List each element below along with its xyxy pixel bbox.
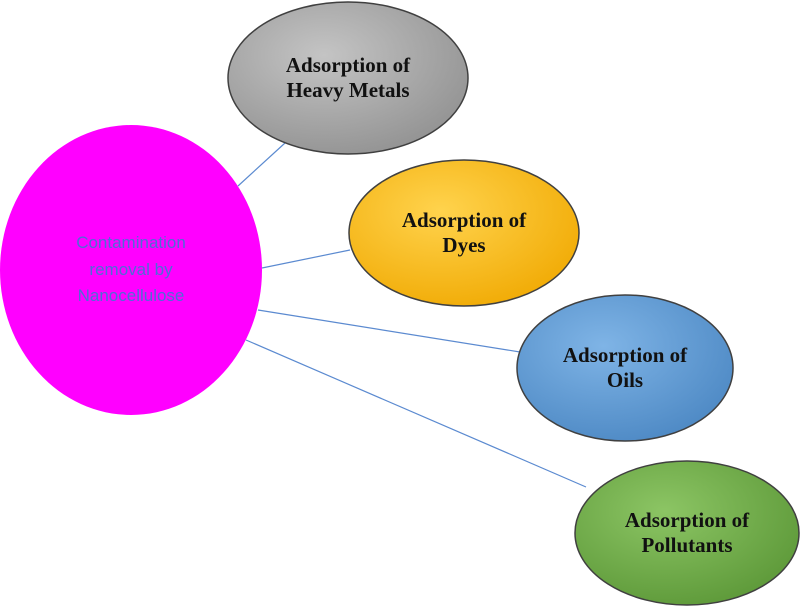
heavy-metals-label: Adsorption of Heavy Metals	[248, 48, 448, 108]
oils-label-line-2: Oils	[606, 368, 644, 392]
pollutants-label-line-1: Adsorption of	[624, 507, 750, 532]
oils-label: Adsorption of Oils	[525, 338, 725, 398]
node-heavy-metals	[227, 1, 469, 155]
node-dyes	[348, 159, 580, 307]
center-label-line-1: Contamination	[76, 233, 186, 253]
connector-pollutants	[245, 339, 587, 488]
dyes-label-line-2: Dyes	[442, 233, 486, 257]
connector-dyes	[261, 249, 351, 269]
center-label: Contamination removal by Nanocellulose	[21, 220, 241, 320]
connector-oils	[257, 309, 521, 353]
center-label-line-2: removal by	[89, 259, 173, 279]
node-oils	[516, 294, 734, 442]
connector-heavy-metals	[237, 142, 286, 187]
oils-label-line-1: Adsorption of	[562, 342, 688, 367]
heavy-metals-label-line-2: Heavy Metals	[286, 78, 410, 102]
heavy-metals-label-line-1: Adsorption of	[285, 52, 411, 77]
node-pollutants	[574, 460, 800, 606]
pollutants-label: Adsorption of Pollutants	[587, 503, 787, 563]
center-label-line-3: Nanocellulose	[77, 286, 185, 306]
pollutants-label-line-2: Pollutants	[641, 533, 733, 557]
dyes-label-line-1: Adsorption of	[401, 207, 527, 232]
center-node	[0, 125, 262, 415]
dyes-label: Adsorption of Dyes	[364, 203, 564, 263]
